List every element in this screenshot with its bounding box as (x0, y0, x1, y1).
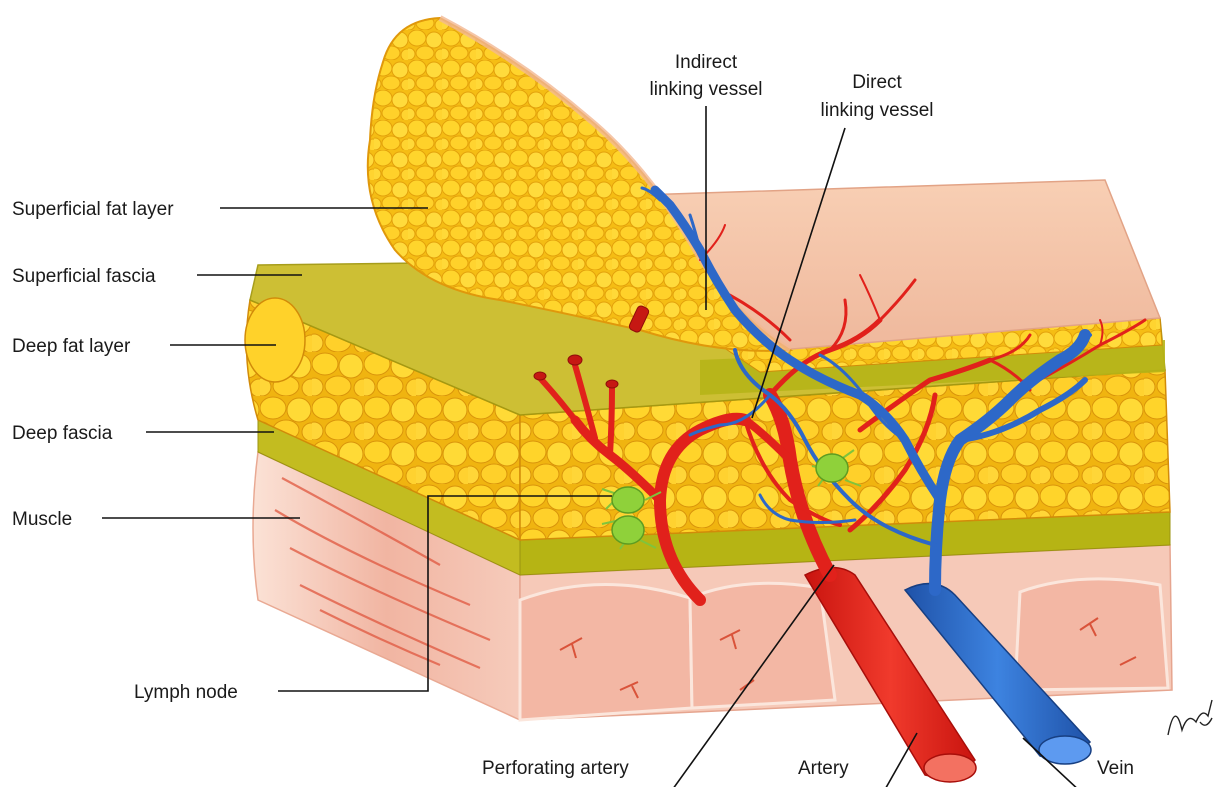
label-perforating-artery: Perforating artery (482, 758, 629, 779)
deep-fat-globule (245, 298, 305, 382)
label-indirect-linking-vessel-1: Indirect (675, 52, 738, 73)
label-vein: Vein (1097, 758, 1134, 779)
label-muscle: Muscle (12, 509, 72, 530)
label-artery: Artery (798, 758, 849, 779)
label-superficial-fat-layer: Superficial fat layer (12, 199, 174, 220)
label-deep-fascia: Deep fascia (12, 423, 113, 444)
label-lymph-node: Lymph node (134, 682, 238, 703)
artery-lumen (924, 754, 976, 782)
label-deep-fat-layer: Deep fat layer (12, 336, 131, 357)
label-superficial-fascia: Superficial fascia (12, 266, 156, 287)
label-direct-linking-vessel-2: linking vessel (821, 100, 934, 121)
artist-signature (1168, 700, 1212, 735)
label-indirect-linking-vessel-2: linking vessel (650, 79, 763, 100)
label-direct-linking-vessel-1: Direct (852, 72, 902, 93)
